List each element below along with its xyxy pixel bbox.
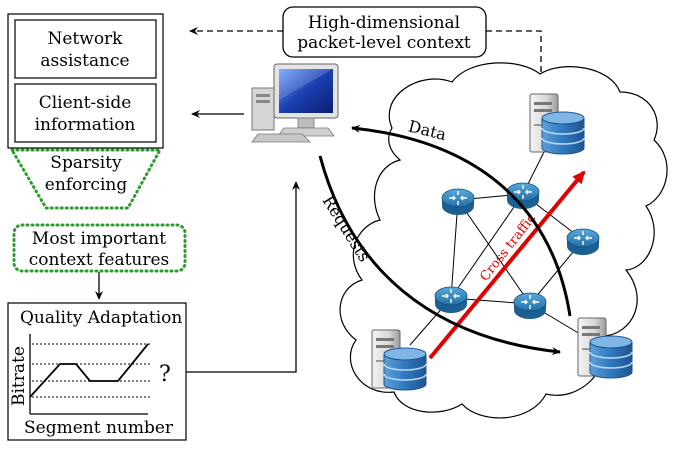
- quality-title: Quality Adaptation: [20, 308, 182, 328]
- quality-plot: [29, 334, 150, 415]
- decision-arrow: [186, 181, 300, 373]
- context-dashed-arrow: [486, 30, 542, 72]
- router-icon: [441, 188, 475, 216]
- network-assistance-box: [14, 19, 157, 79]
- router-icon: [434, 286, 468, 314]
- client-side-line1: Client-side: [39, 93, 132, 113]
- network-assistance-line2: assistance: [40, 51, 129, 71]
- features-box: [12, 223, 187, 273]
- quality-ylabel: Bitrate: [9, 346, 29, 406]
- router-icon: [513, 292, 547, 320]
- data-flow-arrow: [351, 124, 572, 317]
- desktop-computer-icon: [251, 63, 339, 143]
- quality-adaptation-box: [7, 302, 187, 441]
- router-icon: [566, 228, 600, 256]
- requests-flow-arrow: [318, 155, 561, 356]
- context-box: [282, 6, 487, 58]
- network-assistance-line1: Network: [48, 29, 124, 49]
- sparsity-line2: enforcing: [45, 175, 128, 195]
- features-line2: context features: [29, 250, 170, 270]
- sparsity-line1: Sparsity: [50, 153, 122, 173]
- sparsity-funnel: [9, 148, 163, 210]
- context-line2: packet-level context: [297, 33, 471, 53]
- question-mark: ?: [159, 362, 171, 387]
- client-side-line2: information: [35, 115, 136, 135]
- cross-traffic-arrow: [428, 170, 586, 360]
- features-line1: Most important: [32, 229, 166, 249]
- context-line1: High-dimensional: [308, 13, 460, 33]
- client-side-box: [14, 83, 157, 143]
- quality-xlabel: Segment number: [24, 418, 174, 438]
